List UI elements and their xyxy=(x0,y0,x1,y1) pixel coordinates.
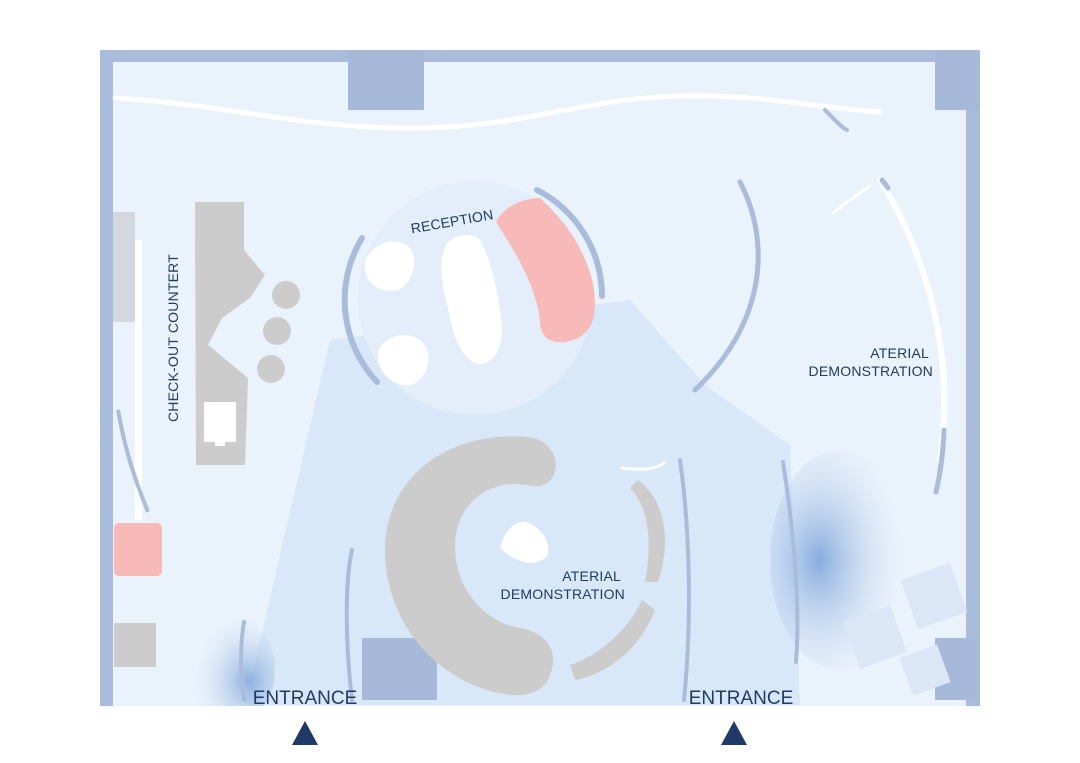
column-top-right xyxy=(935,50,980,110)
partition-right-a xyxy=(678,458,691,702)
partition-right-b xyxy=(781,460,800,664)
material-demo-center-label-line2: DEMONSTRATION xyxy=(501,586,625,602)
reception-seat-1 xyxy=(364,241,415,291)
outer-walls xyxy=(100,50,980,706)
reception-area xyxy=(341,181,605,415)
partition-left-edge xyxy=(239,620,246,702)
demo-arc-right xyxy=(630,480,666,582)
arc-right-outer-blue xyxy=(879,177,891,191)
entrance-left-label: ENTRANCE xyxy=(253,688,358,709)
left-red-unit xyxy=(114,523,162,576)
wavy-partition xyxy=(112,93,883,131)
arc-right-outer-blue-lower xyxy=(933,427,947,495)
partition-left xyxy=(344,548,354,702)
entrance-left-triangle-up-icon xyxy=(292,721,318,745)
right-seating xyxy=(842,562,968,696)
column-top-center xyxy=(348,50,424,110)
glow-left xyxy=(185,615,275,706)
reception-table xyxy=(441,234,502,365)
checkout-counter xyxy=(195,202,300,465)
arc-top-right xyxy=(823,108,849,132)
center-demonstration xyxy=(385,436,666,696)
demo-c-shape xyxy=(385,436,556,696)
demo-arc-bottom xyxy=(570,600,655,680)
entrance-right-triangle-up-icon xyxy=(721,721,747,745)
ceiling-line xyxy=(831,184,872,215)
checkout-counter-label: CHECK-OUT COUNTERT xyxy=(165,254,181,422)
demo-center-piece xyxy=(500,521,549,563)
left-storage xyxy=(113,212,162,667)
arc-right-inner xyxy=(692,179,761,393)
light-cone-entrance xyxy=(245,300,800,705)
reception-desk xyxy=(496,198,595,343)
arc-right-outer-white xyxy=(877,177,948,463)
entrance-right-label: ENTRANCE xyxy=(689,688,794,709)
material-demo-right-label-line1: ATERIAL xyxy=(870,345,929,361)
material-demo-center-label-line1: ATERIAL xyxy=(562,568,621,584)
demo-arc-partition xyxy=(620,461,666,471)
material-demo-right-label-line2: DEMONSTRATION xyxy=(809,363,933,379)
reception-seat-2 xyxy=(377,335,429,386)
